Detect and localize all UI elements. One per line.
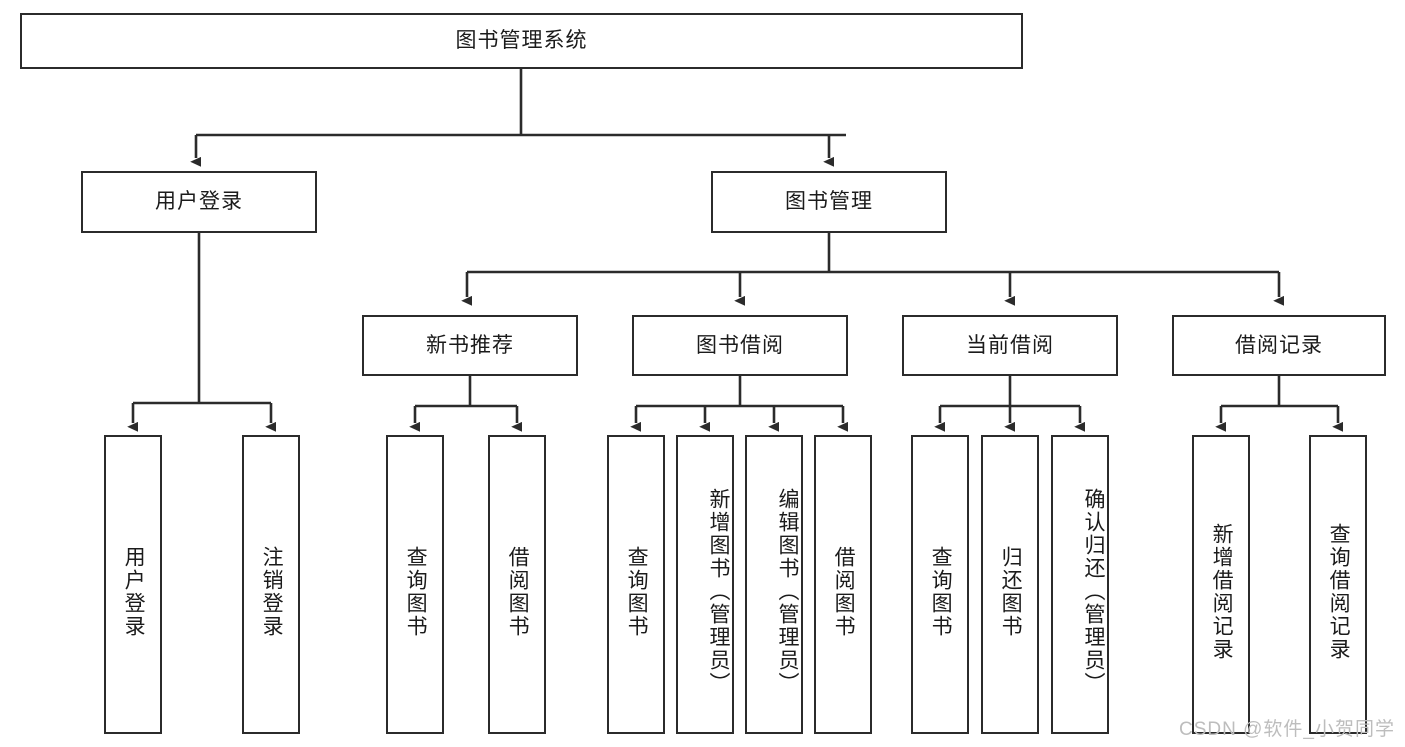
leaf-label: 查询借阅记录	[1327, 522, 1351, 661]
leaf-label: 查询图书	[929, 545, 953, 638]
node-current-borrow-label: 当前借阅	[966, 333, 1054, 357]
leaf-label: 查询图书	[625, 545, 649, 638]
leaf-label: 注销登录	[260, 545, 284, 638]
node-user-login[interactable]: 用户登录	[81, 171, 317, 233]
leaf-book-borrow-edit[interactable]: 编辑图书（管理员）	[745, 435, 803, 734]
leaf-label: 用户登录	[122, 545, 146, 638]
leaf-user-login-login[interactable]: 用户登录	[104, 435, 162, 734]
leaf-current-borrow-return[interactable]: 归还图书	[981, 435, 1039, 734]
leaf-label: 查询图书	[404, 545, 428, 638]
leaf-current-borrow-confirm[interactable]: 确认归还（管理员）	[1051, 435, 1109, 734]
node-root-label: 图书管理系统	[455, 29, 588, 53]
leaf-label: 借阅图书	[832, 545, 856, 638]
leaf-new-book-borrow[interactable]: 借阅图书	[488, 435, 546, 734]
leaf-current-borrow-query[interactable]: 查询图书	[911, 435, 969, 734]
node-new-book-recommend[interactable]: 新书推荐	[362, 315, 578, 376]
leaf-borrow-record-query[interactable]: 查询借阅记录	[1309, 435, 1367, 734]
leaf-new-book-query[interactable]: 查询图书	[386, 435, 444, 734]
leaf-book-borrow-borrow[interactable]: 借阅图书	[814, 435, 872, 734]
node-user-login-label: 用户登录	[155, 190, 243, 214]
leaf-label: 编辑图书（管理员）	[776, 488, 799, 695]
leaf-label: 借阅图书	[506, 545, 530, 638]
node-book-borrow-label: 图书借阅	[696, 333, 784, 357]
node-root[interactable]: 图书管理系统	[20, 13, 1023, 69]
leaf-label: 新增图书（管理员）	[707, 488, 730, 695]
leaf-label: 确认归还（管理员）	[1082, 488, 1105, 695]
node-book-borrow[interactable]: 图书借阅	[632, 315, 848, 376]
leaf-book-borrow-query[interactable]: 查询图书	[607, 435, 665, 734]
leaf-label: 归还图书	[999, 545, 1023, 638]
leaf-borrow-record-add[interactable]: 新增借阅记录	[1192, 435, 1250, 734]
node-new-book-recommend-label: 新书推荐	[426, 333, 514, 357]
leaf-book-borrow-add[interactable]: 新增图书（管理员）	[676, 435, 734, 734]
node-borrow-record-label: 借阅记录	[1235, 333, 1323, 357]
node-book-management[interactable]: 图书管理	[711, 171, 947, 233]
node-current-borrow[interactable]: 当前借阅	[902, 315, 1118, 376]
node-book-management-label: 图书管理	[785, 190, 873, 214]
leaf-user-login-logout[interactable]: 注销登录	[242, 435, 300, 734]
leaf-label: 新增借阅记录	[1210, 522, 1234, 661]
node-borrow-record[interactable]: 借阅记录	[1172, 315, 1386, 376]
